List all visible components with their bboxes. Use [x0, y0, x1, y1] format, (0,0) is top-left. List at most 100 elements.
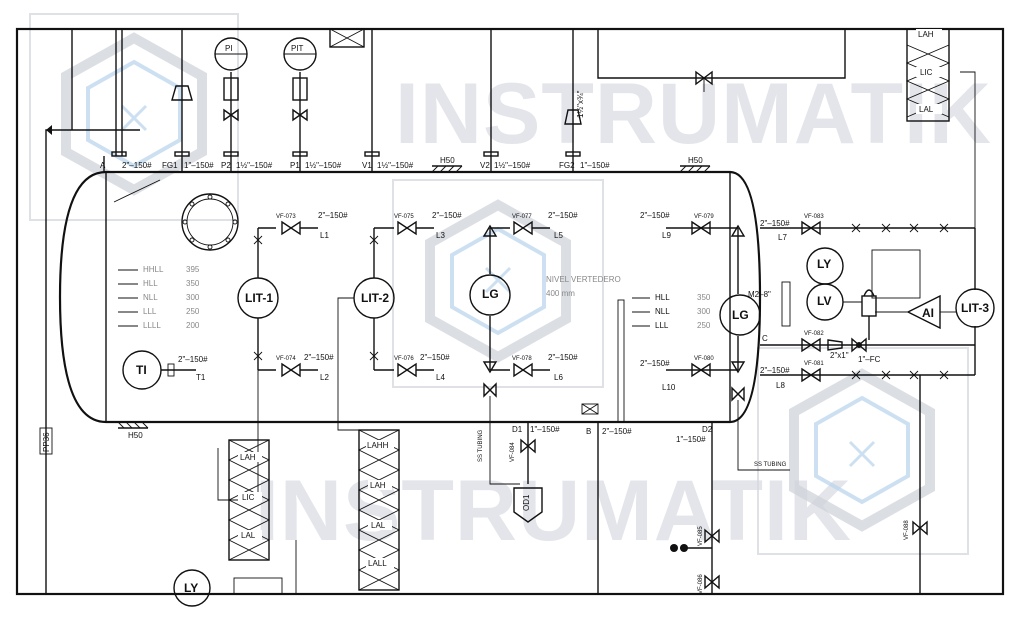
valve-vf088: VF-088	[904, 520, 910, 540]
lit-1-assembly: LIT-1 VF-073 2"–150# L1 VF-074 2"–150# L…	[217, 211, 348, 501]
left-external-line: PP36	[39, 29, 140, 594]
vertical-tag: PP36	[42, 432, 51, 452]
level-hll-label: HLL	[143, 279, 158, 288]
point-l5: L5	[554, 231, 563, 240]
nozzle-p2-id: P2	[221, 161, 231, 170]
alarm-left-0: LAH	[240, 453, 256, 462]
lit-3-tag: LIT-3	[961, 301, 989, 315]
lv-tag: LV	[817, 294, 831, 308]
top-nozzles: A 2"–150# FG1 1"–150# P2 1½"–150# P1 1½"…	[100, 28, 610, 172]
level-nll-label: NLL	[143, 293, 158, 302]
bottom-nozzles: D1 1"–150# VF-084 OD1 B 2"–150# D2 1"–15…	[510, 375, 928, 594]
point-l8: L8	[776, 381, 785, 390]
level-hhll-value: 395	[186, 265, 200, 274]
weir-lll-value: 250	[697, 321, 711, 330]
valve-vf083: VF-083	[804, 214, 824, 220]
watermark-logo-center	[392, 179, 604, 388]
rating-t1: 2"–150#	[178, 355, 208, 364]
level-nll-value: 300	[186, 293, 200, 302]
valve-vf081: VF-081	[804, 361, 824, 367]
nozzle-p2-size: 1½"–150#	[236, 161, 273, 170]
nozzle-b-size: 2"–150#	[602, 427, 632, 436]
weir-hll-value: 350	[697, 293, 711, 302]
lg-2-assembly: LG M2–8" 2"–150# VF-079 L9 2"–150# VF-08…	[640, 211, 791, 471]
ly-bottom-tag: LY	[184, 581, 198, 595]
reducer-symbol	[827, 339, 843, 351]
nozzle-d2-id: D2	[702, 425, 713, 434]
nozzle-d2-size: 1"–150#	[676, 435, 706, 444]
alarm-stack-top-right: LAH LIC LAL	[905, 28, 951, 122]
flame-arrestor-1	[171, 85, 193, 101]
rating-l7: 2"–150#	[760, 219, 790, 228]
supports: H50 H50 H50	[117, 156, 711, 440]
drain-label: OD1	[522, 494, 531, 511]
support-label-3: H50	[128, 431, 143, 440]
rating-l10: 2"–150#	[640, 359, 670, 368]
control-valve-size: 1"–FC	[858, 355, 881, 364]
weir-lll-label: LLL	[655, 321, 669, 330]
tubing-label-1: SS TUBING	[478, 429, 484, 462]
weir-settings-table: HLL 350 NLL 300 LLL 250 NIVEL VERTEDERO …	[546, 275, 711, 330]
alarm-center-1: LAH	[370, 481, 386, 490]
nozzle-d1-id: D1	[512, 425, 523, 434]
manway	[181, 193, 239, 251]
alarm-tr-1: LIC	[920, 68, 933, 77]
level-settings-table: HHLL 395 HLL 350 NLL 300 LLL 250 LLLL 20…	[118, 265, 200, 330]
point-l2: L2	[320, 373, 329, 382]
valve-vf086: VF-086	[698, 574, 704, 594]
level-llll-value: 200	[186, 321, 200, 330]
alarm-center-3: LALL	[368, 559, 387, 568]
valve-vf075: VF-075	[394, 214, 414, 220]
nozzle-c-id: C	[762, 334, 768, 343]
ly-bottom: LY	[173, 540, 297, 607]
alarm-stack-center: LAHH LAH LAL LALL	[357, 429, 401, 591]
point-l3: L3	[436, 231, 445, 240]
alarm-center-2: LAL	[371, 521, 386, 530]
rating-l4: 2"–150#	[420, 353, 450, 362]
rating-l5: 2"–150#	[548, 211, 578, 220]
watermark-layer: INSTRUMATIK INSTRUMATIK	[29, 13, 991, 559]
reducer-size: 2"x1"	[830, 351, 849, 360]
support-label-2: H50	[688, 156, 703, 165]
tubing-label-2: SS TUBING	[754, 462, 787, 468]
nozzle-v1-id: V1	[362, 161, 372, 170]
lg-1-assembly: LG VF-077 2"–150# L5 VF-078 2"–150# L6 S…	[469, 211, 578, 485]
weir-nll-label: NLL	[655, 307, 670, 316]
ti-tag: TI	[136, 363, 147, 377]
lg-nozzle-size: M2–8"	[748, 290, 771, 299]
pit-tag: PIT	[291, 44, 304, 53]
valve-vf074: VF-074	[276, 356, 296, 362]
point-l6: L6	[554, 373, 563, 382]
point-t1: T1	[196, 373, 206, 382]
weir-nll-value: 300	[697, 307, 711, 316]
nozzle-v1-size: 1½"–150#	[377, 161, 414, 170]
alarm-tr-2: LAL	[919, 105, 934, 114]
ly-bottom-bubble	[173, 569, 211, 607]
separator-vessel	[58, 170, 762, 424]
weir-hll-label: HLL	[655, 293, 670, 302]
alarm-left-1: LIC	[242, 493, 255, 502]
drain-od1	[513, 487, 543, 523]
right-process-lines: 2"–150# VF-083 L7 2"–150# VF-081 L8 C VF…	[760, 214, 976, 390]
point-l4: L4	[436, 373, 445, 382]
point-l7: L7	[778, 233, 787, 242]
weir-level: 400 mm	[546, 289, 575, 298]
ly-top-tag: LY	[817, 257, 831, 271]
valve-vf076: VF-076	[394, 356, 414, 362]
drawing-border	[15, 27, 1005, 596]
nozzle-d1-size: 1"–150#	[530, 425, 560, 434]
valve-vf078: VF-078	[512, 356, 532, 362]
valve-vf082: VF-082	[804, 331, 824, 337]
lit-1-tag: LIT-1	[245, 291, 273, 305]
rating-l3: 2"–150#	[432, 211, 462, 220]
nozzle-fg1-size: 1"–150#	[184, 161, 214, 170]
valve-vf077: VF-077	[512, 214, 532, 220]
nozzle-v2-size: 1½"–150#	[494, 161, 531, 170]
lg-1-tag: LG	[482, 287, 499, 301]
nozzle-v2-id: V2	[480, 161, 490, 170]
lit-2-assembly: LIT-2 VF-075 2"–150# L3 VF-076 2"–150# L…	[337, 211, 462, 431]
ti-assembly: TI 2"–150# T1	[122, 350, 208, 390]
nozzle-p1-id: P1	[290, 161, 300, 170]
